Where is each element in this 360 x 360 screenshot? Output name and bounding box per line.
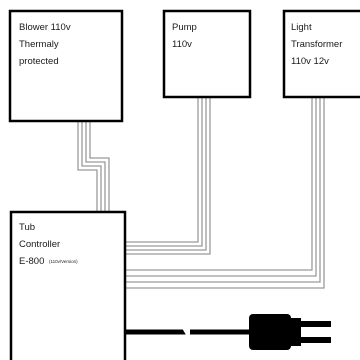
controller-model: E-800 [19,256,44,267]
light-wire-bundle [126,98,325,289]
blower-label-line-3: protected [19,56,59,67]
light-label-line-2: Transformer [291,39,342,50]
blower-label-line-2: Thermaly [19,39,59,50]
blower-wire-bundle [77,122,110,217]
light-label-line-1: Light [291,22,312,33]
controller-model-note: (110v/Version) [49,259,78,264]
pump-label-line-1: Pump [172,22,197,33]
power-plug-icon [249,314,331,350]
controller-label-line-1: Tub [19,222,35,233]
power-cord [126,326,250,338]
blower-label-line-1: Blower 110v [19,22,71,33]
pump-wire-bundle [126,98,211,255]
controller-label-line-2: Controller [19,239,60,250]
blower-box: Blower 110v Thermaly protected [8,9,124,123]
pump-label-line-2: 110v [172,39,192,50]
pump-box: Pump 110v [162,9,252,99]
light-transformer-box: Light Transformer 110v 12v [282,9,360,99]
light-label-line-3: 110v 12v [291,56,329,67]
tub-controller-box: Tub Controller E-800 (110v/Version) [9,210,127,360]
